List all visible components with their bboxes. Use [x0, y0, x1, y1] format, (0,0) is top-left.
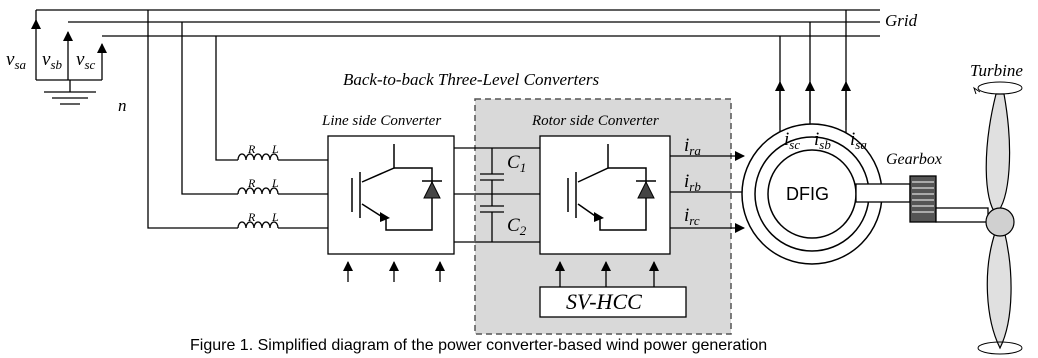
ground-symbol	[36, 79, 102, 105]
line-side-converter-label: Line side Converter	[322, 113, 442, 129]
neutral-label: n	[118, 96, 127, 115]
grid-bus	[36, 9, 880, 37]
gearbox-label: Gearbox	[886, 151, 942, 168]
control-signal-arrows	[343, 261, 659, 287]
filter-l-label-1: L	[272, 142, 279, 156]
filter-l-label-3: L	[272, 210, 279, 224]
rotor-side-converter-label: Rotor side Converter	[532, 113, 659, 129]
dfig-label: DFIG	[786, 184, 829, 204]
voltage-vsb: vsb	[42, 49, 62, 72]
turbine-label: Turbine	[970, 61, 1023, 80]
filter-l-label-2: L	[272, 176, 279, 190]
drivetrain	[855, 175, 989, 223]
current-irc: irc	[684, 205, 700, 228]
turbine	[973, 81, 1023, 355]
converters-title: Back-to-back Three-Level Converters	[343, 70, 600, 89]
feeder-lines	[147, 10, 238, 229]
rl-filters	[237, 153, 328, 229]
current-irb: irb	[684, 171, 701, 194]
current-isb: isb	[814, 129, 831, 152]
grid-label: Grid	[885, 11, 918, 30]
dc-link	[454, 147, 540, 243]
rotor-side-converter	[539, 135, 671, 255]
sv-hcc-box	[539, 286, 687, 318]
dfig-machine	[741, 123, 883, 265]
filter-r-label-1: R	[248, 142, 256, 156]
stator-current-arrows	[775, 10, 851, 135]
line-side-converter	[327, 135, 455, 255]
filter-r-label-2: R	[248, 176, 256, 190]
voltage-vsc: vsc	[76, 49, 96, 72]
capacitor-c1-label: C1	[507, 152, 527, 175]
current-isa: isa	[850, 129, 867, 152]
current-isc: isc	[784, 129, 801, 152]
source-voltage-arrows	[31, 10, 107, 80]
sv-hcc-label: SV-HCC	[566, 289, 642, 314]
voltage-vsa: vsa	[6, 49, 26, 72]
figure-caption: Figure 1. Simplified diagram of the powe…	[190, 337, 768, 354]
capacitor-c2-label: C2	[507, 215, 527, 238]
current-ira: ira	[684, 135, 701, 158]
filter-r-label-3: R	[248, 210, 256, 224]
